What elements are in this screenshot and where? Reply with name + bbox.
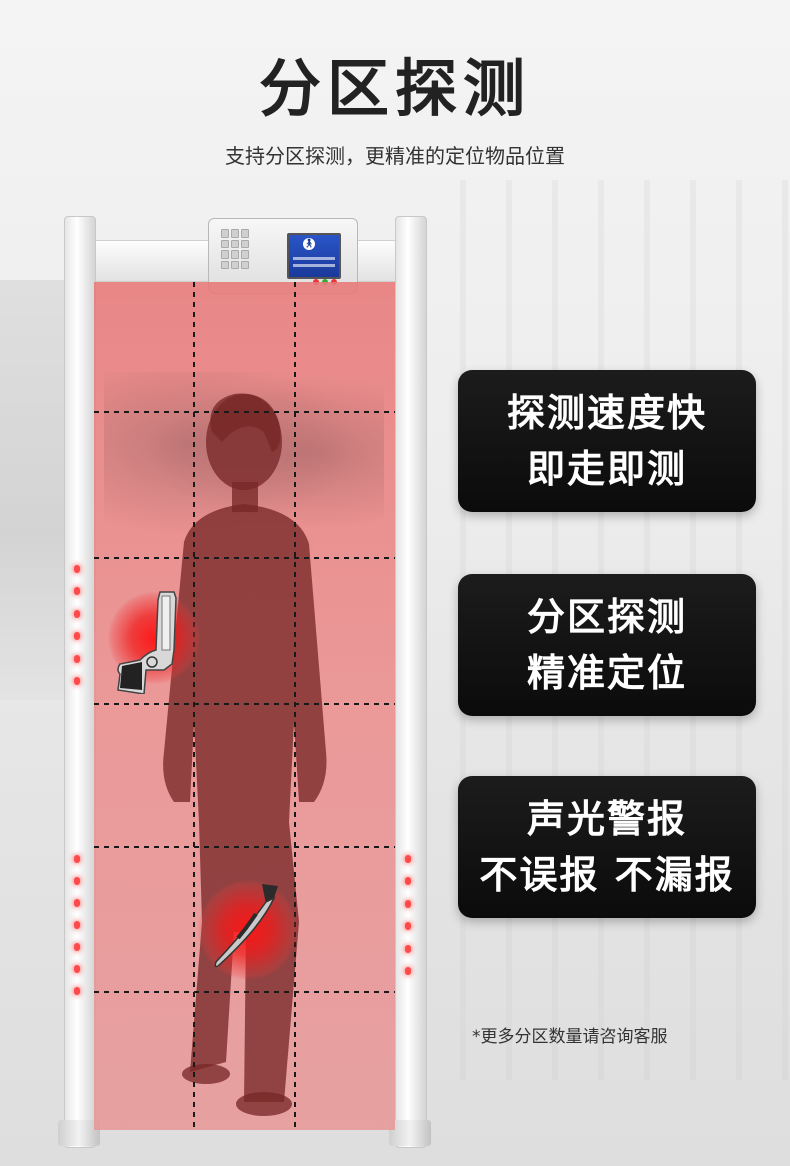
panel-display: 🚶︎ bbox=[287, 233, 341, 279]
control-panel: 🚶︎ bbox=[208, 218, 358, 294]
footnote: *更多分区数量请咨询客服 bbox=[472, 1027, 668, 1047]
feature-card-alarm: 声光警报 不误报 不漏报 bbox=[458, 776, 756, 918]
gun-icon bbox=[117, 591, 177, 694]
pedestrian-icon: 🚶︎ bbox=[303, 238, 315, 250]
feature-card-alarm-line1: 声光警报 bbox=[526, 797, 687, 841]
led-strip-left-lower bbox=[74, 855, 82, 995]
knife-icon bbox=[214, 884, 278, 968]
feature-card-zoning: 分区探测 精准定位 bbox=[458, 574, 756, 716]
page-title: 分区探测 bbox=[258, 52, 531, 125]
feature-card-zoning-line2: 精准定位 bbox=[526, 651, 687, 695]
zone-grid bbox=[94, 282, 395, 1130]
led-strip-right-lower bbox=[405, 855, 413, 975]
feature-card-speed: 探测速度快 即走即测 bbox=[458, 370, 756, 512]
detection-zone bbox=[94, 282, 395, 1130]
led-strip-left-upper bbox=[74, 565, 82, 685]
feature-card-speed-line1: 探测速度快 bbox=[506, 391, 707, 435]
gate-right-post bbox=[395, 216, 427, 1148]
gate-left-foot bbox=[58, 1120, 100, 1146]
feature-card-zoning-line1: 分区探测 bbox=[526, 595, 687, 639]
feature-card-speed-line2: 即走即测 bbox=[526, 447, 687, 491]
keypad bbox=[221, 229, 249, 269]
page-subtitle: 支持分区探测，更精准的定位物品位置 bbox=[225, 144, 565, 168]
feature-card-alarm-line2: 不误报 不漏报 bbox=[479, 853, 735, 897]
gate-right-foot bbox=[389, 1120, 431, 1146]
